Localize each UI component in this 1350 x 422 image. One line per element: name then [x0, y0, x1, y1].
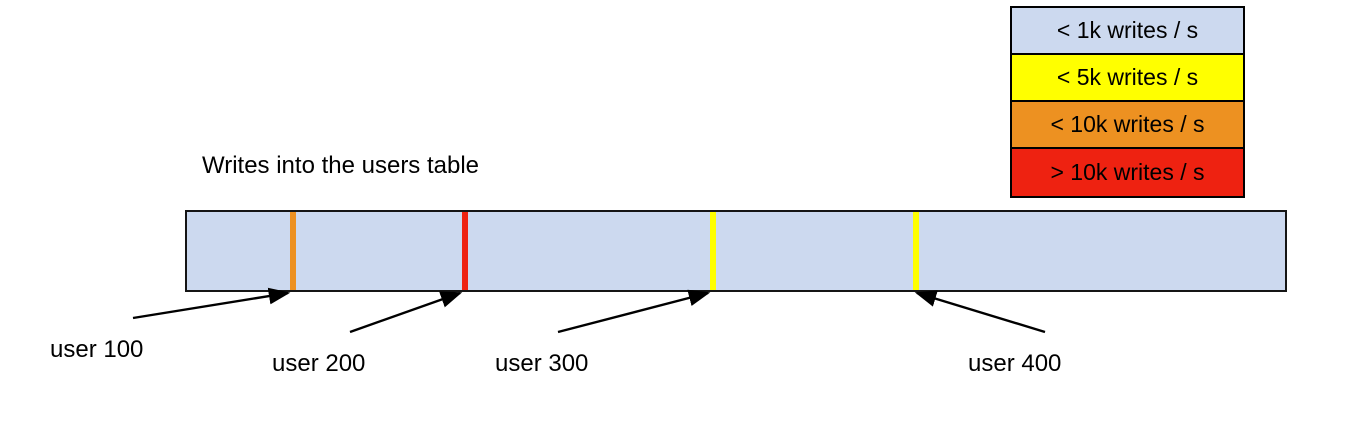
- legend: < 1k writes / s < 5k writes / s < 10k wr…: [1010, 6, 1245, 198]
- arrow-user-300: [557, 289, 711, 334]
- legend-item-2: < 10k writes / s: [1012, 102, 1243, 149]
- legend-item-1: < 5k writes / s: [1012, 55, 1243, 102]
- legend-item-label: < 1k writes / s: [1056, 17, 1199, 43]
- arrow-user-400: [914, 290, 1046, 334]
- chart-title: Writes into the users table: [202, 152, 480, 179]
- legend-item-label: < 10k writes / s: [1050, 111, 1205, 137]
- arrow-user-100: [132, 287, 291, 320]
- legend-item-label: < 5k writes / s: [1056, 64, 1199, 90]
- stripe-user-100: [290, 212, 296, 290]
- stripe-user-200: [462, 212, 468, 290]
- marker-label-user-200: user 200: [272, 350, 366, 377]
- legend-item-3: > 10k writes / s: [1012, 149, 1243, 196]
- legend-item-label: > 10k writes / s: [1050, 159, 1205, 185]
- marker-label-user-100: user 100: [50, 336, 144, 363]
- arrow-user-200: [349, 291, 463, 334]
- marker-label-user-400: user 400: [968, 350, 1062, 377]
- users-table-track: [185, 210, 1287, 292]
- legend-item-0: < 1k writes / s: [1012, 8, 1243, 55]
- marker-label-user-300: user 300: [495, 350, 589, 377]
- stripe-user-400: [913, 212, 919, 290]
- stripe-user-300: [710, 212, 716, 290]
